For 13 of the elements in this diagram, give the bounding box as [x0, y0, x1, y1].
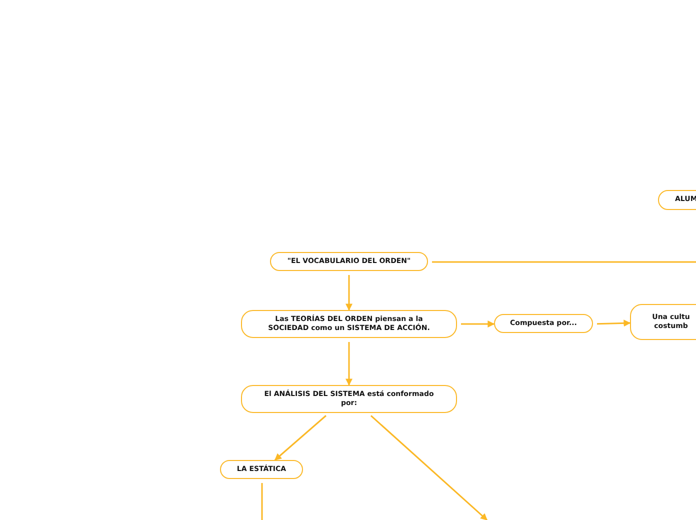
rounded-node-box	[241, 310, 457, 338]
arrow	[596, 320, 631, 327]
arrow	[346, 342, 352, 386]
rounded-node-box	[220, 460, 303, 479]
arrow	[346, 275, 352, 311]
rounded-node-box	[270, 252, 428, 271]
rounded-node-box	[494, 314, 593, 333]
arrow	[370, 415, 488, 520]
arrow	[274, 415, 326, 461]
connector-line	[261, 483, 263, 520]
arrow	[461, 320, 495, 328]
connector-line	[432, 261, 696, 263]
rounded-node-box	[241, 385, 457, 413]
